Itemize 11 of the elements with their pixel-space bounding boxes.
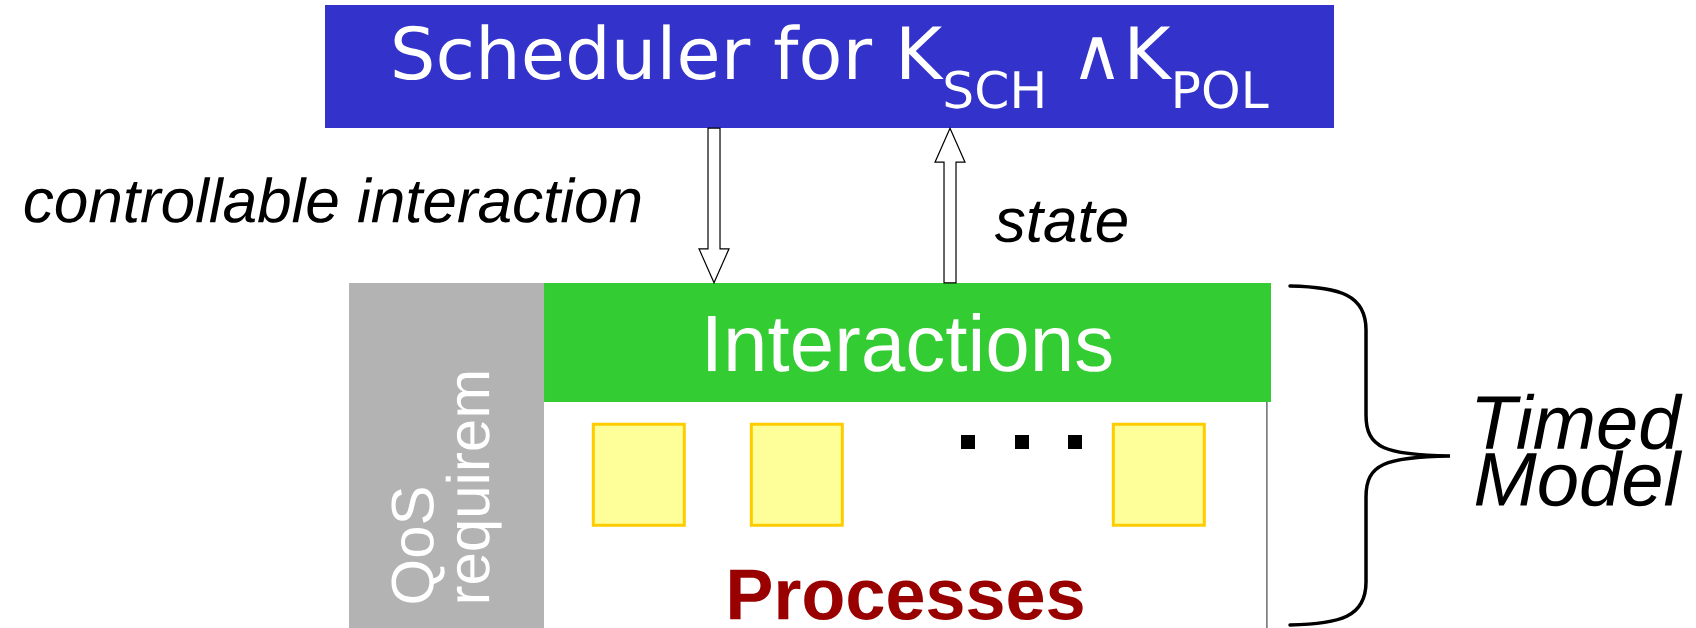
block-arrow (698, 127, 730, 285)
block-arrow (934, 126, 966, 284)
requirements-bar: QoS requirem (349, 283, 544, 628)
process-box (1111, 422, 1206, 527)
edge-label: controllable interaction (24, 177, 641, 223)
scheduler-box: Scheduler for K$_{SCH}$ ∧K$_{POL}$ (325, 5, 1334, 128)
model-label: Timed Model (1475, 393, 1683, 507)
edge-label: state (994, 201, 1127, 243)
process-box (591, 422, 686, 527)
process-box (749, 422, 844, 527)
interactions-box: Interactions (544, 283, 1271, 402)
